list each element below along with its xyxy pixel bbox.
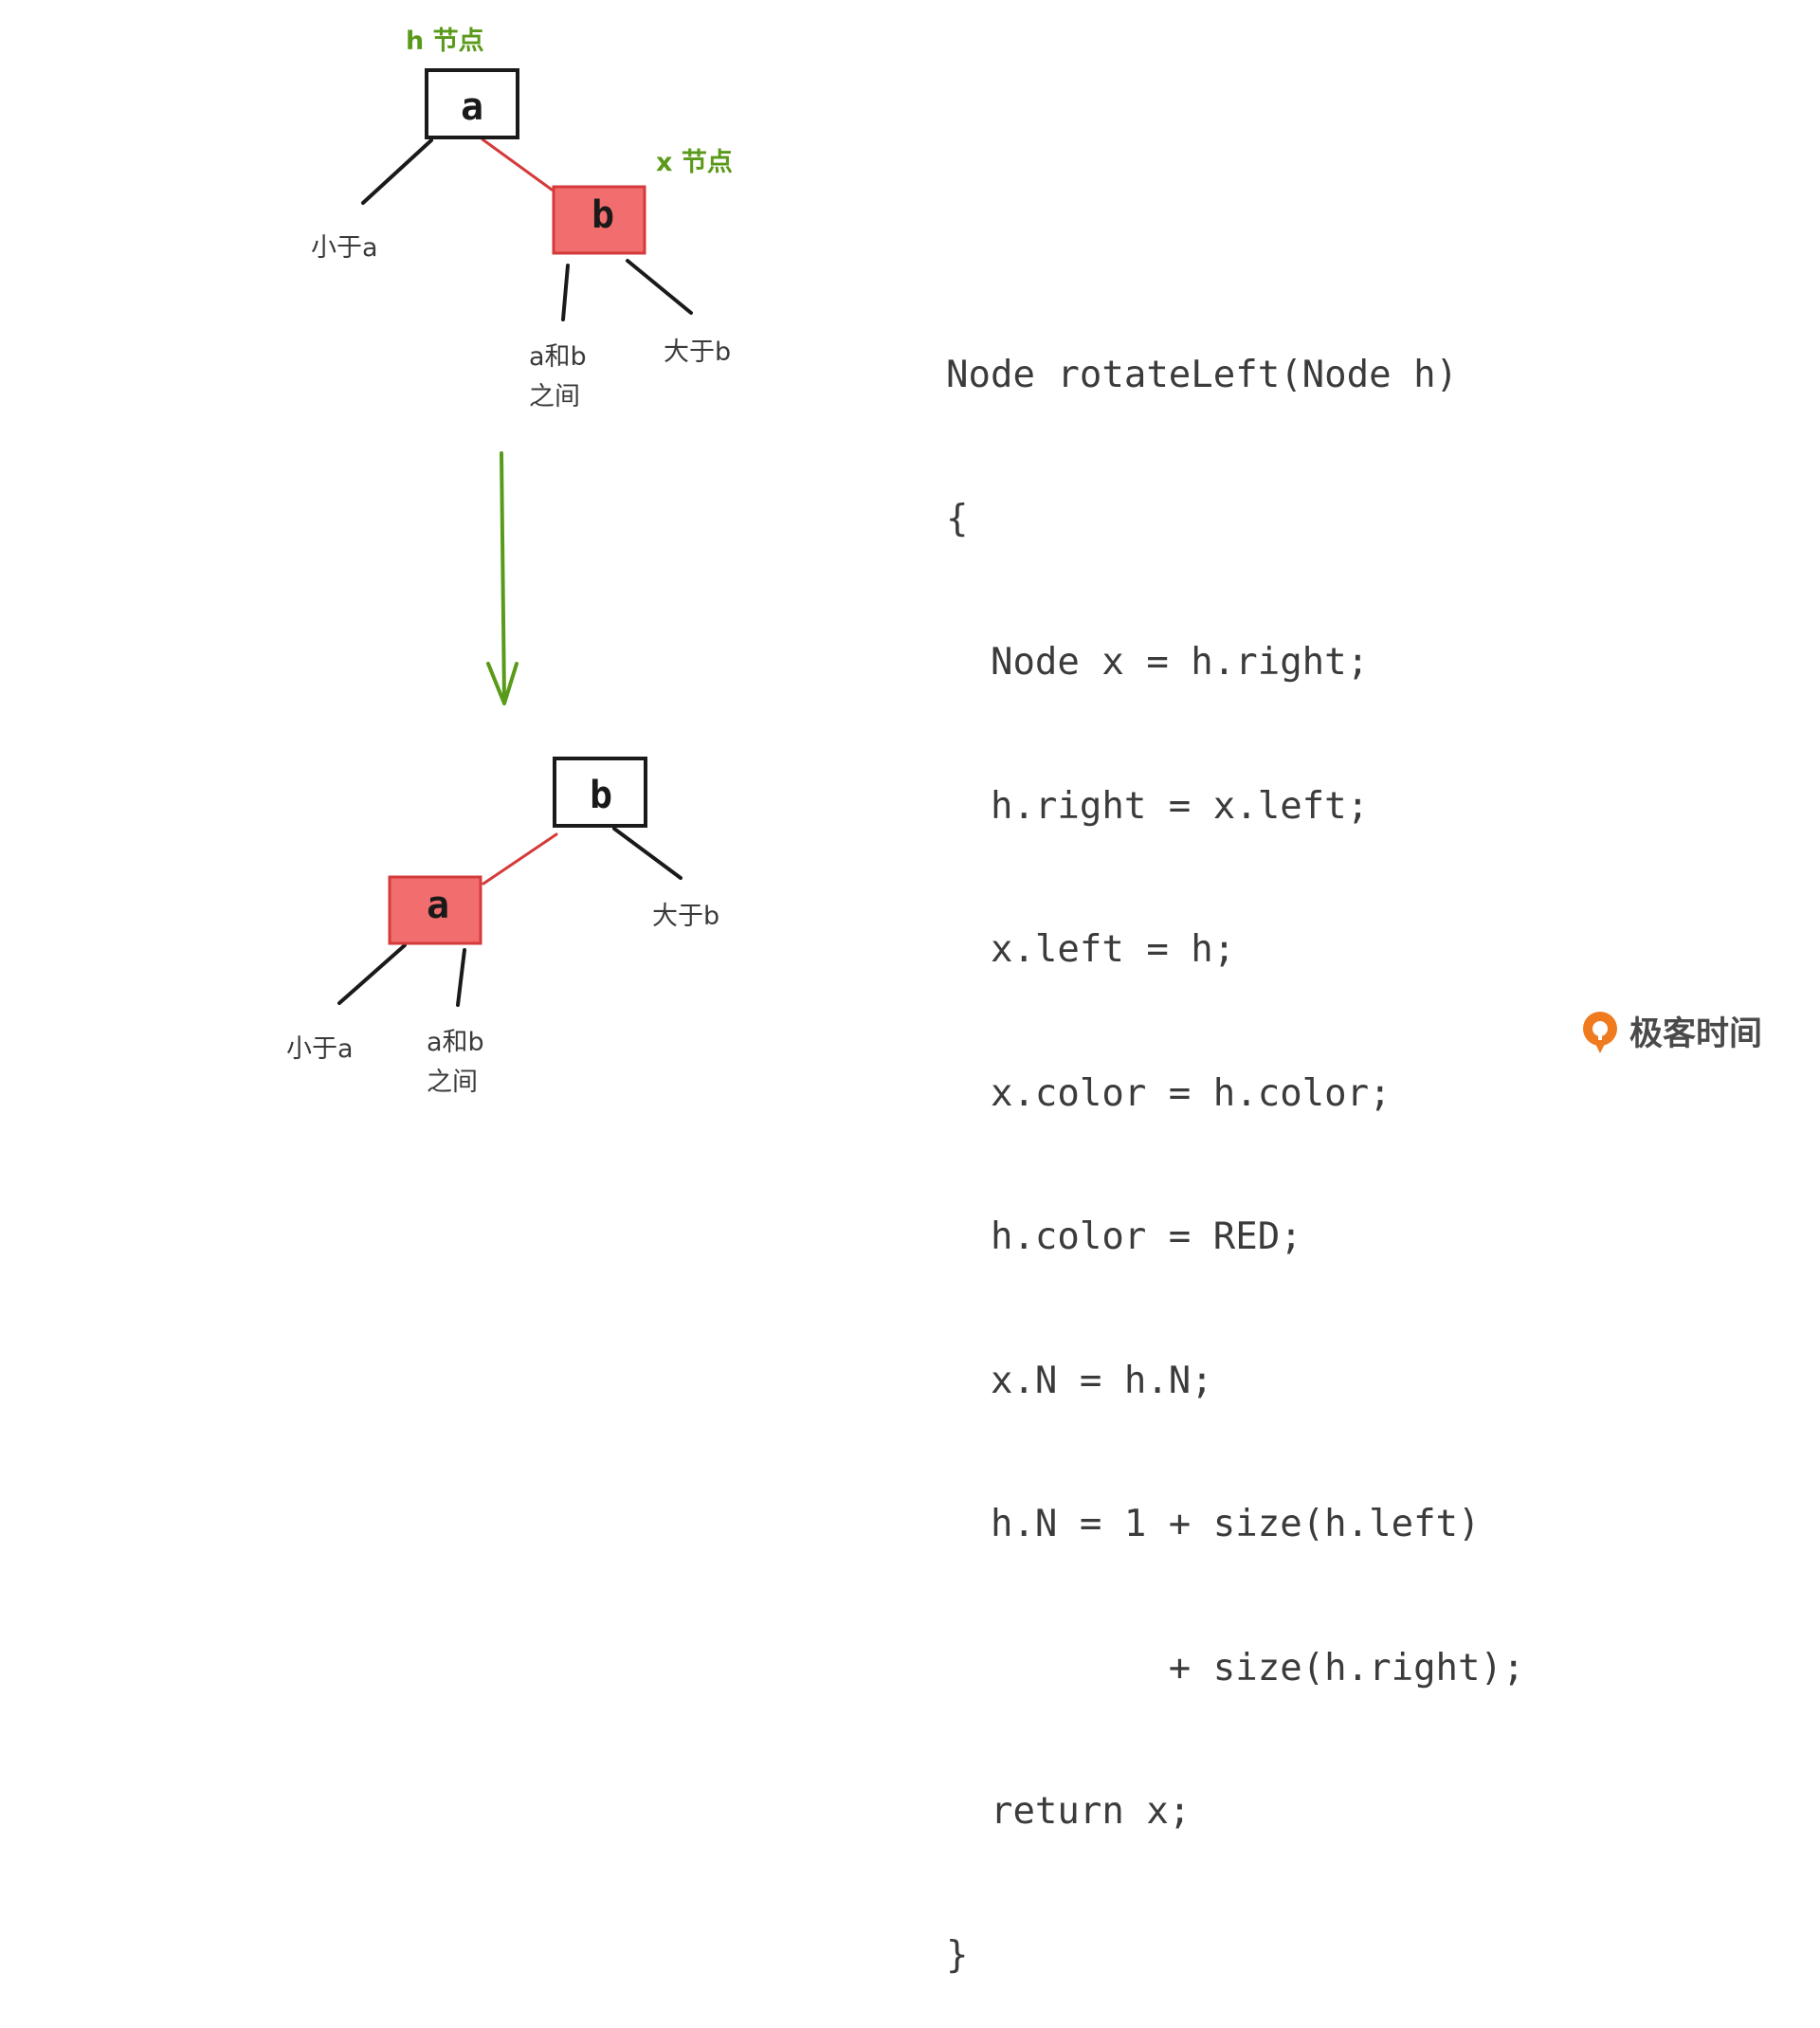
bottom-root-node: b: [553, 757, 647, 828]
top-middle-leaf-label-1: a和b: [529, 342, 587, 372]
code-line: x.N = h.N;: [946, 1359, 1213, 1402]
code-block: Node rotateLeft(Node h) { Node x = h.rig…: [946, 256, 1524, 2028]
code-line: + size(h.right);: [946, 1646, 1525, 1690]
top-right-child-node-label: b: [592, 193, 614, 237]
h-node-label: h 节点: [406, 27, 484, 56]
bottom-edge-a-right: [456, 948, 466, 1007]
code-line: }: [946, 1933, 969, 1977]
code-line: {: [946, 497, 969, 540]
bottom-right-leaf-label: 大于b: [652, 902, 719, 931]
bottom-left-child-node: a: [388, 875, 482, 945]
tree-rotation-diagram: h 节点 x 节点 a b 小于a a和b 之间 大于b b a 大于b 小于a…: [286, 27, 733, 1097]
code-line: Node x = h.right;: [946, 641, 1370, 684]
top-red-link-a-b: [481, 137, 554, 192]
bottom-red-link-b-a: [482, 832, 558, 886]
bottom-left-leaf-label: 小于a: [286, 1034, 354, 1064]
top-root-node: a: [425, 68, 519, 139]
code-line: x.left = h;: [946, 928, 1236, 971]
geektime-logo-text: 极客时间: [1629, 1015, 1763, 1053]
top-right-child-node: b: [552, 185, 646, 255]
code-line: h.N = 1 + size(h.left): [946, 1503, 1481, 1545]
top-edge-b-right: [626, 259, 693, 315]
bottom-edge-b-right: [612, 827, 682, 880]
code-line: h.color = RED;: [946, 1215, 1302, 1258]
bottom-root-node-label: b: [590, 774, 612, 817]
geektime-logo: 极客时间: [1578, 1007, 1762, 1055]
code-line: h.right = x.left;: [946, 784, 1370, 828]
top-left-leaf-label: 小于a: [311, 233, 378, 263]
code-line: Node rotateLeft(Node h): [946, 354, 1459, 396]
top-middle-leaf-label-2: 之间: [529, 382, 580, 411]
top-edge-b-left: [561, 264, 570, 321]
code-line: return x;: [946, 1790, 1192, 1833]
top-right-leaf-label: 大于b: [664, 338, 731, 367]
code-line: x.color = h.color;: [946, 1071, 1392, 1115]
bottom-middle-leaf-label-1: a和b: [427, 1028, 484, 1057]
x-node-label: x 节点: [656, 148, 733, 177]
bottom-middle-leaf-label-2: 之间: [427, 1068, 478, 1097]
bottom-left-child-node-label: a: [427, 884, 449, 927]
top-root-node-label: a: [461, 85, 483, 129]
bottom-edge-a-left: [337, 943, 407, 1005]
down-arrow-icon: [486, 451, 519, 705]
geektime-logo-icon: [1583, 1011, 1617, 1053]
top-edge-a-left: [361, 138, 433, 205]
